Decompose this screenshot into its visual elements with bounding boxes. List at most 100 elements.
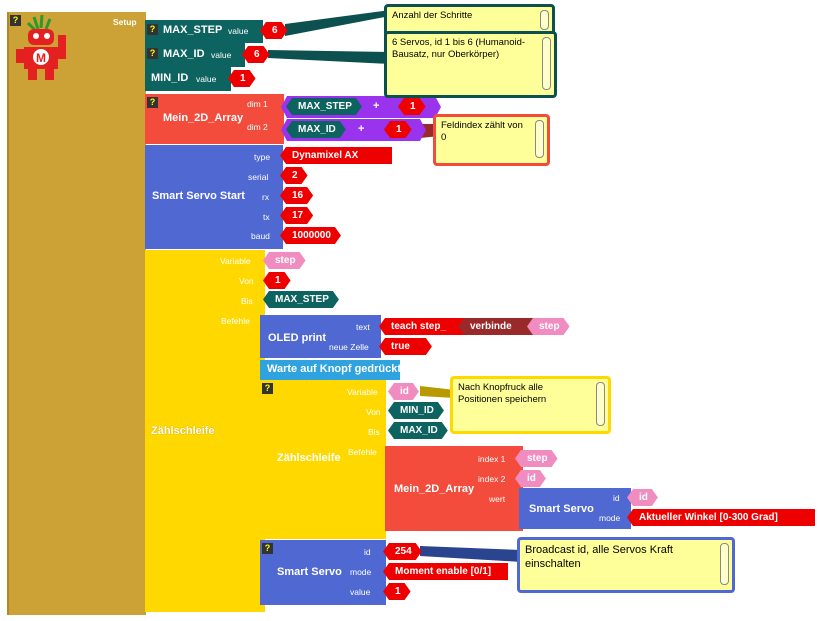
- mode-label: mode: [350, 567, 372, 577]
- var-name: MIN_ID: [151, 72, 189, 84]
- value-label: value: [211, 50, 232, 60]
- serial-input[interactable]: 2: [280, 167, 308, 184]
- loop-header: [145, 250, 265, 314]
- commands-label: Befehle: [348, 447, 377, 457]
- from-label: Von: [239, 276, 254, 286]
- loop-var[interactable]: id: [388, 383, 419, 400]
- servo-write-title: Smart Servo: [277, 566, 342, 578]
- loop-from[interactable]: 1: [263, 272, 291, 289]
- dim1-label: dim 1: [247, 99, 268, 109]
- servo-write-block[interactable]: [260, 540, 386, 605]
- setup-block[interactable]: [7, 12, 146, 615]
- text-input[interactable]: teach step_: [379, 318, 483, 335]
- index1-input[interactable]: step: [515, 450, 558, 467]
- value-input[interactable]: 1: [383, 583, 411, 600]
- index2-label: index 2: [478, 474, 506, 484]
- comment-text: Feldindex zählt von 0: [441, 120, 523, 143]
- var-label: Variable: [220, 256, 251, 266]
- commands-label: Befehle: [221, 316, 250, 326]
- join-var[interactable]: step: [527, 318, 570, 335]
- comment-text: Anzahl der Schritte: [392, 10, 473, 21]
- plus-operator: +: [373, 100, 380, 112]
- mode-dropdown[interactable]: Moment enable [0/1]: [383, 563, 508, 580]
- value-label: value: [196, 74, 217, 84]
- scrollbar[interactable]: [535, 120, 544, 158]
- dim2-label: dim 2: [247, 122, 268, 132]
- value-label: value: [228, 26, 249, 36]
- id-label: id: [364, 547, 371, 557]
- value-input[interactable]: 6: [242, 46, 270, 63]
- tx-label: tx: [263, 212, 270, 222]
- loop-to[interactable]: MAX_ID: [388, 422, 448, 439]
- loop-title: Zählschleife: [151, 425, 215, 437]
- help-icon[interactable]: ?: [10, 15, 21, 26]
- value-label: wert: [489, 494, 506, 504]
- setup-title: Setup: [113, 17, 137, 27]
- newline-input[interactable]: true: [379, 338, 432, 355]
- number-input[interactable]: 1: [384, 121, 412, 138]
- number-input[interactable]: 1: [398, 98, 426, 115]
- wait-button-block[interactable]: [260, 360, 400, 380]
- var-block-max-step[interactable]: [145, 20, 263, 43]
- inner-loop-title: Zählschleife: [277, 452, 341, 464]
- help-icon[interactable]: ?: [147, 24, 158, 35]
- id-label: id: [613, 493, 620, 503]
- robot-logo-icon: M: [16, 15, 66, 80]
- index2-input[interactable]: id: [515, 470, 546, 487]
- help-icon[interactable]: ?: [147, 97, 158, 108]
- scrollbar[interactable]: [596, 382, 605, 426]
- help-icon[interactable]: ?: [147, 48, 158, 59]
- value-label: value: [350, 587, 371, 597]
- type-dropdown[interactable]: Dynamixel AX: [280, 147, 392, 164]
- inner-loop-block[interactable]: [260, 380, 386, 539]
- var-ref[interactable]: MAX_STEP: [286, 98, 362, 115]
- text-label: text: [356, 322, 370, 332]
- scrollbar[interactable]: [540, 10, 549, 30]
- baud-label: baud: [251, 231, 270, 241]
- tx-input[interactable]: 17: [280, 207, 313, 224]
- index1-label: index 1: [478, 454, 506, 464]
- scrollbar[interactable]: [720, 543, 729, 585]
- set-array-block[interactable]: [385, 446, 523, 531]
- servo-start-title: Smart Servo Start: [152, 190, 245, 202]
- comment-broadcast[interactable]: Broadcast id, alle Servos Kraft einschal…: [517, 537, 735, 593]
- oled-print-block[interactable]: [260, 315, 381, 358]
- rx-input[interactable]: 16: [280, 187, 313, 204]
- svg-text:M: M: [36, 51, 46, 65]
- array-name: Mein_2D_Array: [394, 483, 475, 495]
- id-input[interactable]: 254: [383, 543, 422, 560]
- wait-title: Warte auf Knopf gedrückt: [267, 363, 402, 375]
- mode-dropdown[interactable]: Aktueller Winkel [0-300 Grad]: [627, 509, 815, 526]
- mode-label: mode: [599, 513, 621, 523]
- help-icon[interactable]: ?: [262, 383, 273, 394]
- type-label: type: [254, 152, 271, 162]
- value-input[interactable]: 1: [228, 70, 256, 87]
- oled-title: OLED print: [268, 332, 327, 344]
- serial-label: serial: [248, 172, 269, 182]
- array-block[interactable]: [145, 94, 284, 144]
- loop-to[interactable]: MAX_STEP: [263, 291, 339, 308]
- comment-index[interactable]: Feldindex zählt von 0: [433, 114, 550, 166]
- servo-start-block[interactable]: [145, 145, 283, 249]
- id-input[interactable]: id: [627, 489, 658, 506]
- from-label: Von: [366, 407, 381, 417]
- var-block-max-id[interactable]: [145, 43, 245, 67]
- comment-button[interactable]: Nach Knopfruck alle Positionen speichern: [450, 376, 611, 434]
- var-block-min-id[interactable]: [145, 67, 231, 91]
- newline-label: neue Zelle: [329, 342, 369, 352]
- servo-read-title: Smart Servo: [529, 503, 594, 515]
- comment-text: Broadcast id, alle Servos Kraft einschal…: [525, 544, 673, 570]
- help-icon[interactable]: ?: [262, 543, 273, 554]
- var-label: Variable: [347, 387, 378, 397]
- rx-label: rx: [262, 192, 270, 202]
- loop-from[interactable]: MIN_ID: [388, 402, 444, 419]
- baud-input[interactable]: 1000000: [280, 227, 341, 244]
- comment-servos[interactable]: 6 Servos, id 1 bis 6 (Humanoid-Bausatz, …: [384, 31, 557, 98]
- servo-read-block[interactable]: [519, 488, 631, 529]
- var-ref[interactable]: MAX_ID: [286, 121, 346, 138]
- value-input[interactable]: 6: [260, 22, 288, 39]
- scrollbar[interactable]: [542, 37, 551, 90]
- array-name: Mein_2D_Array: [163, 112, 244, 124]
- loop-var[interactable]: step: [263, 252, 306, 269]
